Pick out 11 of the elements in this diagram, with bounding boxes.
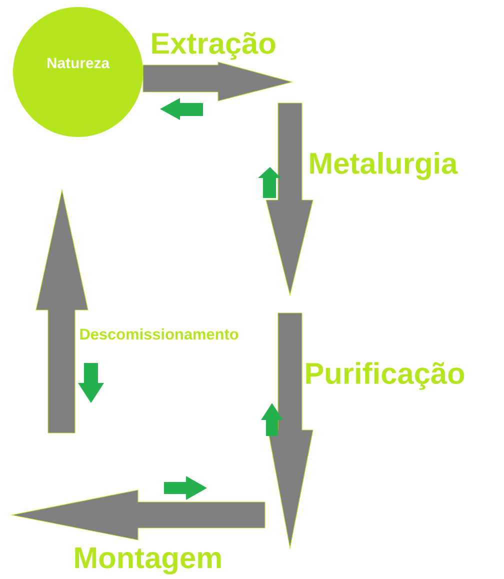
stage-label: Descomissionamento — [80, 328, 238, 340]
stage-label: Purificação — [306, 362, 464, 390]
block-arrow — [142, 62, 294, 102]
block-arrow — [266, 102, 314, 296]
stage-label: Montagem — [75, 548, 221, 574]
circle-node: Natureza — [13, 7, 143, 137]
block-arrow — [10, 490, 266, 540]
block-arrow — [36, 188, 88, 434]
stage-label: Metalurgia — [310, 152, 458, 180]
stage-label: Extração — [152, 32, 276, 60]
block-arrow — [268, 312, 314, 550]
